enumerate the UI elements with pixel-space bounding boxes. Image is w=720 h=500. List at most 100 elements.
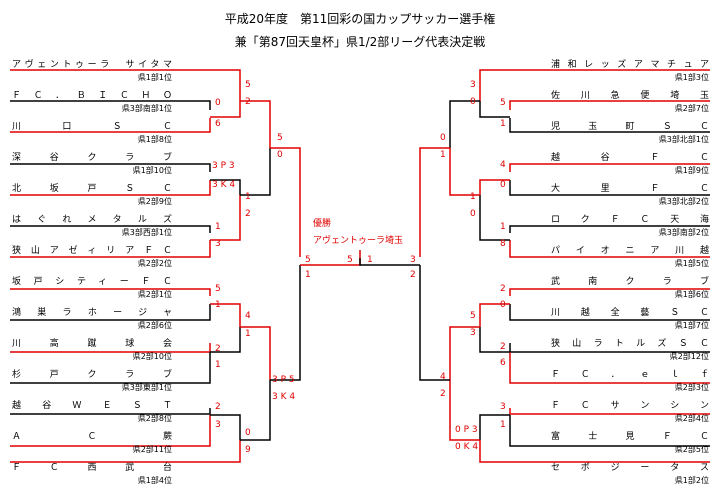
right-team-name: ロクＦＣ天海 <box>551 215 709 225</box>
line-l-r2d <box>240 380 271 441</box>
score: 1 <box>500 420 506 430</box>
line-r-m5 <box>479 327 510 353</box>
score: 0 <box>215 98 221 108</box>
right-team-rank: 県2部7位 <box>674 104 709 113</box>
line-r-t7 <box>509 288 710 296</box>
line-r-t2 <box>509 118 710 133</box>
right-team-rank: 県1部2位 <box>674 476 709 485</box>
score: 5 <box>305 255 311 265</box>
line-r-t12 <box>509 415 710 447</box>
score: 0 <box>277 150 283 160</box>
right-team-rank: 県3部北部1位 <box>658 135 709 144</box>
left-team-name: はぐれメタルズ <box>12 215 172 225</box>
score: 1 <box>500 119 506 129</box>
score: 0 <box>440 133 446 143</box>
left-team-rank: 県1部8位 <box>137 135 172 144</box>
line-l-r2c <box>240 326 271 380</box>
line-l-m6 <box>210 414 241 440</box>
line-r-t0 <box>479 69 710 101</box>
score: 2 <box>245 97 251 107</box>
line-r-r2a <box>449 100 480 148</box>
score: 2 <box>500 284 506 294</box>
line-r-m6 <box>479 414 510 440</box>
score: 3 <box>500 402 506 412</box>
line-l-t6 <box>10 240 211 258</box>
line-l-t2 <box>10 118 211 133</box>
line-l-t5 <box>10 225 211 233</box>
line-l-m3 <box>210 195 241 241</box>
score: 3 K 4 <box>272 392 296 402</box>
left-team-rank: 県2部8位 <box>137 414 172 423</box>
score: 6 <box>500 358 506 368</box>
line-r-t4 <box>509 180 710 196</box>
score: 0 <box>470 209 476 219</box>
line-l-t13 <box>10 440 241 463</box>
line-l-t10 <box>10 352 211 384</box>
score: 3 <box>410 255 416 265</box>
line-r-t3 <box>509 163 710 172</box>
right-team-name: 川越全藝ＳＣ <box>551 308 709 318</box>
line-r-r2b <box>449 148 480 196</box>
line-l-m1 <box>210 101 241 118</box>
right-team-name: ＦＣ．ｅｌｆ <box>551 370 709 380</box>
line-r-t8 <box>509 304 710 321</box>
score: 4 <box>500 160 506 170</box>
right-team-rank: 県2部12位 <box>669 352 709 361</box>
left-team-name: 狭山アゼィリアＦＣ <box>12 246 172 256</box>
line-l-r3a <box>270 147 301 257</box>
score: 1 <box>305 270 311 280</box>
score-final: 5 <box>347 255 353 265</box>
left-team-rank: 県2部1位 <box>137 290 172 299</box>
line-l-r3b <box>270 265 301 381</box>
line-r-r2c <box>449 326 480 380</box>
score: 3 <box>215 420 221 430</box>
left-team-name: ＦＣ西武台 <box>12 463 172 473</box>
right-team-rank: 県1部7位 <box>674 321 709 330</box>
left-team-rank: 県3部東部1位 <box>121 383 172 392</box>
tournament-title: 平成20年度 第11回彩の国カップサッカー選手権 <box>224 12 496 26</box>
score: 2 <box>440 389 446 399</box>
line-r-sf <box>359 258 420 266</box>
line-l-t0 <box>10 69 241 101</box>
line-l-t11 <box>10 408 211 415</box>
score: 8 <box>500 239 506 249</box>
score: 3 <box>470 328 476 338</box>
score: 5 <box>470 311 476 321</box>
left-team-rank: 県3部西部1位 <box>121 228 172 237</box>
left-team-rank: 県1部10位 <box>132 166 172 175</box>
left-team-name: アヴェントゥーラ サイタマ <box>12 60 172 70</box>
right-team-rank: 県2部3位 <box>674 383 709 392</box>
left-team-rank: 県1部1位 <box>137 73 172 82</box>
line-r-t10 <box>509 352 710 384</box>
score: 0 K 4 <box>455 442 479 452</box>
left-team-name: ＦＣ．ＢＩＣＨＯ <box>12 91 172 101</box>
left-team-name: 杉戸クラブ <box>12 370 172 380</box>
line-r-m4 <box>479 303 510 327</box>
line-l-t7 <box>10 288 211 296</box>
score: 2 <box>215 344 221 354</box>
right-team-name: 佐川急便埼玉 <box>551 91 709 101</box>
left-team-name: 川口ＳＣ <box>12 122 172 132</box>
line-r-m3 <box>479 195 510 241</box>
line-l-r2a <box>240 100 271 148</box>
line-l-m4 <box>210 303 241 327</box>
right-team-rank: 県1部6位 <box>674 290 709 299</box>
left-team-rank: 県2部11位 <box>132 445 172 454</box>
left-team-rank: 県2部9位 <box>137 197 172 206</box>
score: 1 <box>440 150 446 160</box>
score: 6 <box>215 119 221 129</box>
line-r-t13 <box>479 440 710 463</box>
right-team-name: 浦和レッズアマチュア <box>551 60 709 70</box>
score: 4 <box>440 372 446 382</box>
score: 0 P 3 <box>455 425 478 435</box>
line-r-t1 <box>509 100 710 110</box>
right-team-name: 狭山ラトルズＳＣ <box>551 339 709 349</box>
score: 0 <box>500 300 506 310</box>
left-team-rank: 県2部2位 <box>137 259 172 268</box>
left-team-rank: 県3部南部1位 <box>121 104 172 113</box>
tournament-subtitle: 兼「第87回天皇杯」県1/2部リーグ代表決定戦 <box>234 35 486 49</box>
right-team-name: 富士見ＦＣ <box>551 432 709 442</box>
left-team-name: 深谷クラブ <box>12 153 172 163</box>
score: 5 <box>277 133 283 143</box>
